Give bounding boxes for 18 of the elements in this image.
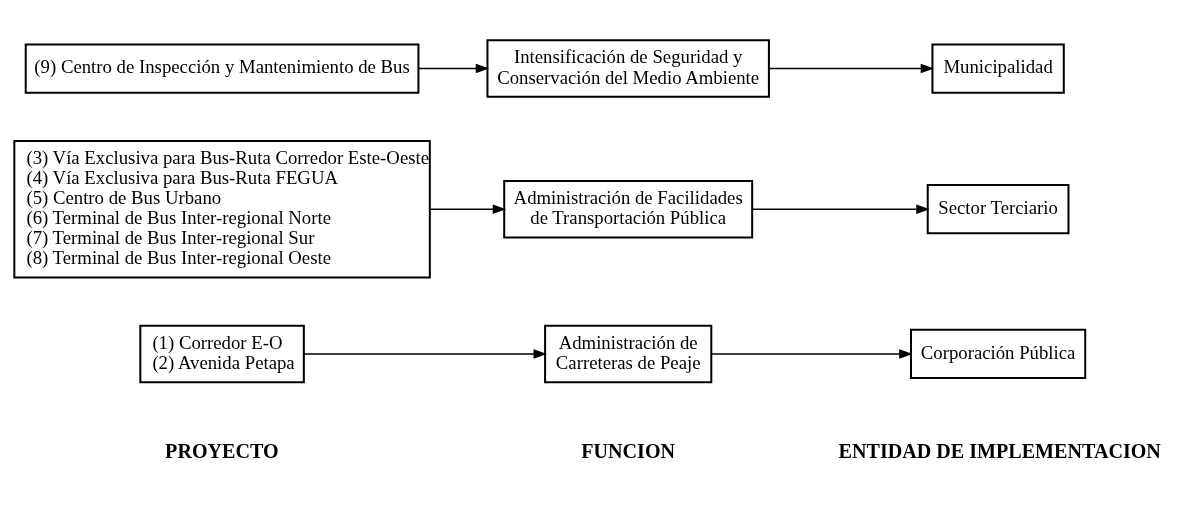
- node-box: (3) Vía Exclusiva para Bus-Ruta Corredor Este-Oeste (4) Vía Exclusiva para Bus-Ruta FEGUA (5) Centro de Bus Urbano (6) Terminal de Bus Inter-regional Norte (7) Terminal de Bus Inter-regional Sur (8) Terminal de Bus Inter-regional Oeste: [13, 139, 431, 279]
- arrow: [751, 204, 930, 214]
- label: FUNCION: [581, 439, 676, 462]
- node-box: Intensificación de Seguridad y Conservación del Medio Ambiente: [486, 39, 770, 98]
- arrow: [768, 63, 935, 74]
- node-box: Administración de Carreteras de Peaje: [544, 324, 713, 384]
- node-box: Municipalidad: [931, 43, 1065, 94]
- label: ENTIDAD DE IMPLEMENTACION: [838, 439, 1161, 462]
- node-box: Administración de Facilidades de Transportación Pública: [503, 180, 754, 239]
- arrow: [429, 204, 507, 214]
- node-box: (9) Centro de Inspección y Mantenimiento de Bus: [24, 43, 420, 94]
- node-box: Sector Terciario: [926, 184, 1070, 235]
- node-box: (1) Corredor E-O (2) Avenida Petapa: [139, 324, 305, 384]
- arrow: [303, 349, 547, 359]
- label: PROYECTO: [165, 439, 279, 462]
- arrow: [417, 63, 490, 74]
- arrow: [710, 349, 913, 359]
- node-box: Corporación Pública: [910, 328, 1087, 380]
